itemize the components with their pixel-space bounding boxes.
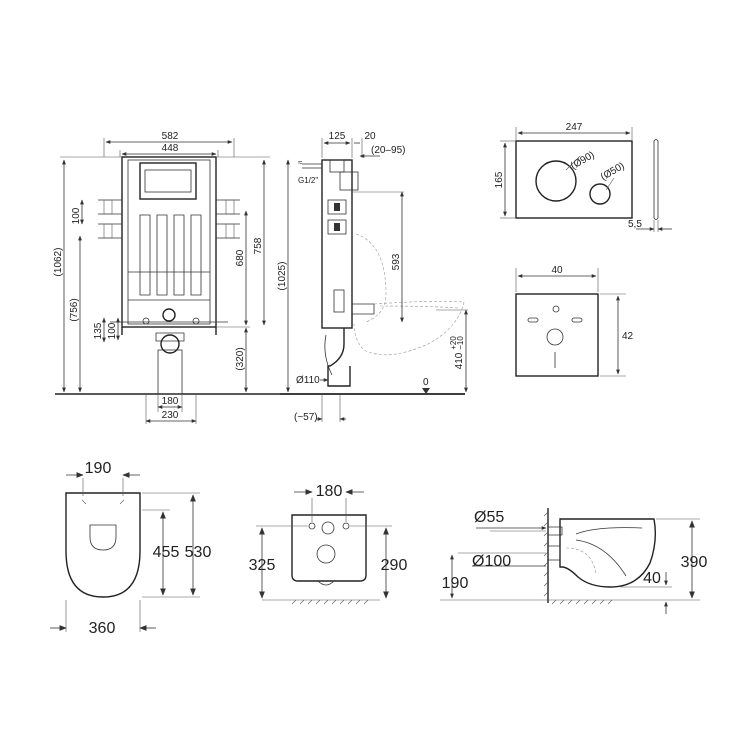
frame-side-view: ≈ 125 20 (20–95) G1/2" (1025) [277,131,468,423]
toilet-bowl-top [65,492,141,598]
frame-front-view: 582 448 (1062) (756) 100 135 100 680 758… [53,131,465,424]
dim-100-bracket: 100 [71,207,82,224]
back-bolt-spacing: 180 [316,483,343,500]
dim-320: (320) [235,347,246,370]
dim-20-95: (20–95) [371,145,405,156]
supply-wave-icon: ≈ [298,158,303,167]
dim-410: 410 [454,352,465,369]
flush-plate: 247 165 (Ø90) (Ø50) 5,5 [494,122,672,232]
dim-1025: (1025) [277,262,288,291]
cover-outline [515,293,599,377]
cover-width: 40 [551,265,563,276]
side-height: 390 [681,554,708,571]
big-flush-button [535,160,577,202]
dim-410-tol-down: −10 [456,336,465,350]
dim-756: (756) [69,298,80,321]
side-outlet: Ø100 [472,553,511,570]
toilet-back-view: 180 325 290 [249,483,408,605]
dim-100-low: 100 [107,322,118,339]
plate-width: 247 [566,122,583,133]
supply-label: G1/2" [298,176,318,185]
zero-level: 0 [423,377,429,388]
dim-410-tol-up: +20 [449,336,458,350]
dim-593: 593 [391,253,402,270]
inspection-cover: 40 42 [515,265,634,377]
dim-180: 180 [162,396,179,407]
toilet-side-outline [559,518,657,588]
dim-125: 125 [329,131,346,142]
side-inlet: Ø55 [474,509,504,526]
side-outlet-height: 190 [442,575,469,592]
flush-plate-outline [515,140,633,219]
back-right-height: 290 [381,557,408,574]
dim-680: 680 [235,249,246,266]
dim-20: 20 [364,131,376,142]
frame-outline [121,156,217,328]
cover-height: 42 [622,331,634,342]
side-gap: 40 [643,570,661,587]
back-left-height: 325 [249,557,276,574]
big-button-diameter: (Ø90) [569,150,597,172]
top-inner-length: 455 [153,544,180,561]
dim-57: (~57) [294,412,318,423]
top-width: 360 [89,620,116,637]
dim-448: 448 [162,143,179,154]
side-frame-outline [321,159,353,329]
dim-758: 758 [253,237,264,254]
top-total-length: 530 [185,544,212,561]
dim-135: 135 [93,322,104,339]
small-flush-button [589,183,611,205]
toilet-back-outline [291,514,367,582]
top-bolt-spacing: 190 [85,460,112,477]
dim-pipe-110: Ø110 [296,375,320,386]
dim-582: 582 [162,131,179,142]
plate-depth: 5,5 [628,219,642,230]
toilet-side-view: Ø55 Ø100 190 390 40 [440,508,707,614]
dim-230: 230 [162,410,179,421]
toilet-top-view: 190 455 530 360 [50,460,211,637]
dim-1062: (1062) [53,248,64,277]
plate-height: 165 [494,171,505,188]
